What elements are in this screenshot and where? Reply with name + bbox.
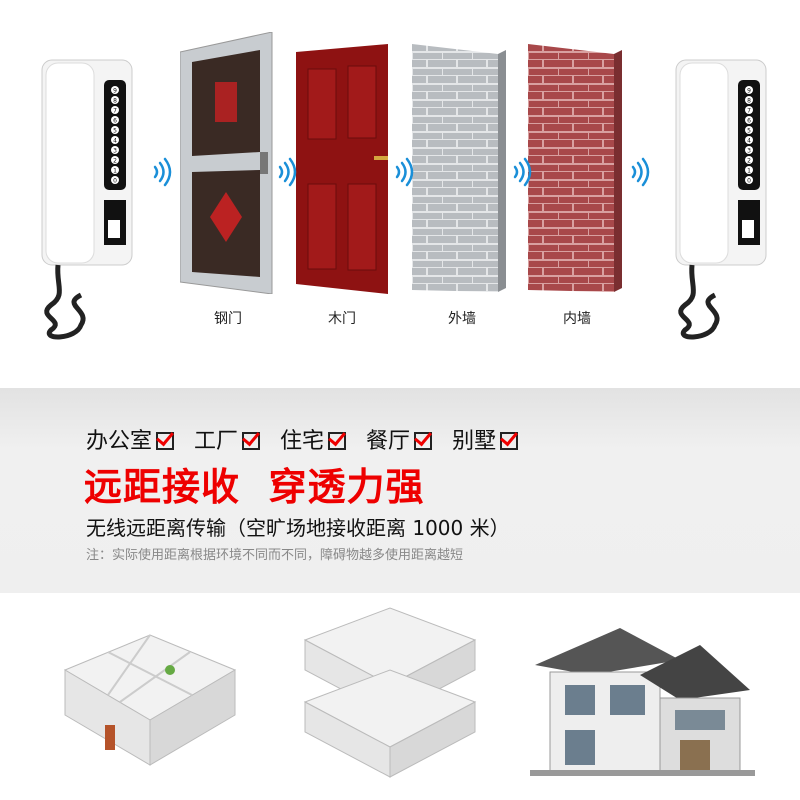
keypad-key [745, 116, 753, 124]
material-label-wood-door: 木门 [328, 311, 356, 327]
keypad-key [111, 116, 119, 124]
keypad-key [111, 126, 119, 134]
keypad-key-label: 1 [747, 168, 751, 175]
scenario-label: 工厂 [194, 429, 239, 454]
keypad-key [745, 106, 753, 114]
keypad-key [111, 136, 119, 144]
scenario-restaurant: 餐厅 [366, 423, 433, 455]
check-icon [414, 432, 433, 450]
scenario-label: 住宅 [280, 429, 325, 454]
material-label-inner-wall: 内墙 [563, 311, 591, 327]
keypad-key-label: 3 [747, 148, 751, 155]
keypad-key [111, 86, 119, 94]
intercom-phone-right: 9 8 7 6 5 4 3 2 1 0 [675, 59, 767, 340]
scenario-residence: 住宅 [280, 423, 347, 455]
feature-band [0, 388, 800, 593]
check-icon [242, 432, 261, 450]
wifi-signal-icon [513, 157, 532, 187]
keypad-key [111, 106, 119, 114]
floorplan-single-image [63, 634, 237, 766]
headline: 远距接收 穿透力强 [84, 465, 425, 509]
check-icon [328, 432, 347, 450]
keypad-key-label: 2 [113, 158, 117, 165]
keypad-key [745, 86, 753, 94]
keypad-key [111, 146, 119, 154]
keypad-key [745, 136, 753, 144]
scenario-label: 别墅 [452, 429, 497, 454]
material-label-outer-wall: 外墙 [448, 311, 476, 327]
keypad-key-label: 3 [113, 148, 117, 155]
wood-door-image [296, 44, 388, 294]
keypad-key [745, 146, 753, 154]
wifi-signal-icon [395, 157, 414, 187]
keypad-key [111, 96, 119, 104]
keypad-key-label: 0 [747, 178, 751, 185]
keypad-key [111, 166, 119, 174]
intercom-phone-left: 9 8 7 6 5 4 3 2 1 0 [41, 59, 133, 340]
outer-wall-image [412, 44, 506, 292]
keypad-key-label: 4 [747, 138, 751, 145]
keypad-key-label: 6 [113, 118, 117, 125]
keypad-key-label: 6 [747, 118, 751, 125]
keypad-key-label: 7 [747, 108, 751, 115]
keypad-key-label: 0 [113, 178, 117, 185]
keypad-key [111, 156, 119, 164]
wifi-signal-icon [153, 157, 172, 187]
scenario-label: 餐厅 [366, 429, 411, 454]
scenario-office: 办公室 [86, 423, 175, 455]
keypad-key [745, 96, 753, 104]
scenario-label: 办公室 [86, 429, 153, 454]
keypad-key-label: 7 [113, 108, 117, 115]
keypad-key [111, 176, 119, 184]
keypad-key [745, 166, 753, 174]
keypad-key-label: 5 [113, 128, 117, 135]
check-icon [500, 432, 519, 450]
material-label-steel-door: 钢门 [214, 311, 242, 327]
steel-door-image [180, 32, 273, 294]
keypad-key-label: 8 [113, 98, 117, 105]
wifi-signal-icon [278, 157, 297, 187]
floorplan-multi-floor-image [303, 607, 477, 778]
keypad-key-label: 1 [113, 168, 117, 175]
keypad-key [745, 126, 753, 134]
subtitle: 无线远距离传输（空旷场地接收距离 1000 米） [86, 516, 510, 540]
check-icon [156, 432, 175, 450]
keypad-key-label: 2 [747, 158, 751, 165]
keypad-key [745, 176, 753, 184]
keypad-key-label: 9 [747, 88, 751, 95]
keypad-key-label: 9 [113, 88, 117, 95]
inner-wall-image [528, 44, 622, 292]
keypad-key-label: 8 [747, 98, 751, 105]
villa-house-image [530, 628, 755, 776]
scenario-list: 办公室 工厂 住宅 餐厅 别墅 [86, 423, 519, 455]
scenario-factory: 工厂 [194, 423, 261, 455]
scenario-villa: 别墅 [452, 423, 519, 455]
keypad-key-label: 4 [113, 138, 117, 145]
keypad-key-label: 5 [747, 128, 751, 135]
keypad-key [745, 156, 753, 164]
note: 注：实际使用距离根据环境不同而不同，障碍物越多使用距离越短 [86, 548, 464, 563]
wifi-signal-icon [631, 157, 650, 187]
